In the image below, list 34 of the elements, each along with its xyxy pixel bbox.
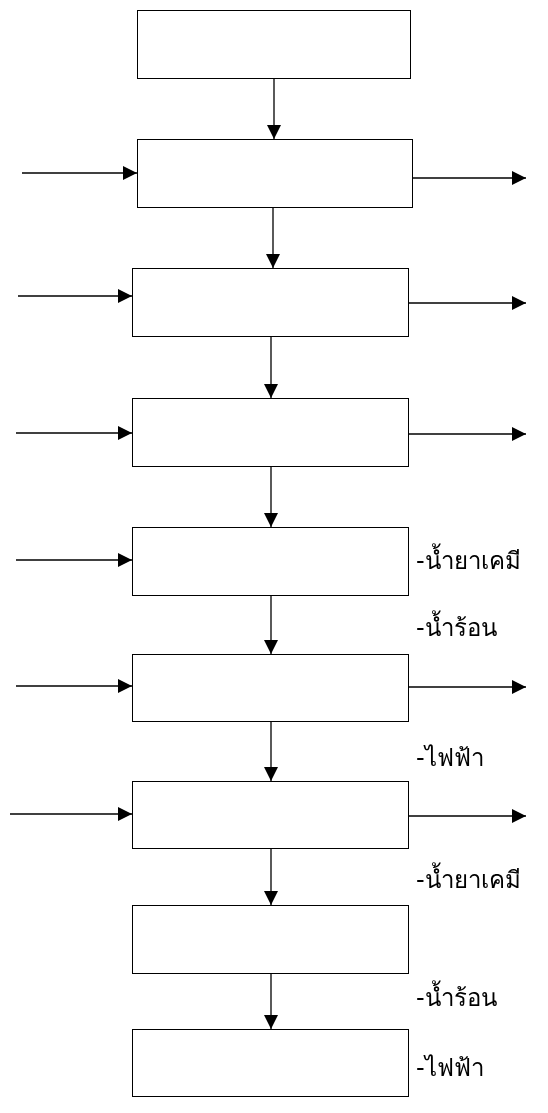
arrow (408, 809, 527, 823)
arrow (264, 336, 278, 399)
arrow (408, 296, 527, 310)
process-box (132, 398, 409, 467)
arrow (408, 680, 527, 694)
arrow (264, 466, 278, 528)
arrow (264, 595, 278, 655)
process-box (137, 139, 413, 208)
process-box (132, 268, 409, 337)
process-box (132, 905, 409, 974)
process-box (137, 10, 411, 79)
arrow (9, 807, 133, 821)
arrow (264, 973, 278, 1030)
process-box (132, 654, 409, 722)
arrow (412, 171, 527, 185)
arrow (17, 289, 133, 303)
note-text: -น้ำร้อน (416, 610, 497, 646)
process-box (132, 1029, 409, 1097)
arrow (15, 679, 133, 693)
note-text: -น้ำร้อน (416, 980, 497, 1016)
arrow (21, 166, 138, 180)
process-box (132, 527, 409, 596)
note-text: -ไฟฟ้า (416, 1053, 484, 1084)
arrow (15, 553, 133, 567)
arrow (408, 427, 527, 441)
note-text: -ไฟฟ้า (416, 743, 484, 774)
arrow (266, 207, 280, 269)
note-text: -น้ำยาเคมี (416, 543, 521, 579)
arrow (264, 721, 278, 782)
note-text: -น้ำยาเคมี (416, 862, 521, 898)
arrow (264, 848, 278, 906)
process-box (132, 781, 409, 849)
arrow (15, 426, 133, 440)
arrow (267, 78, 281, 140)
